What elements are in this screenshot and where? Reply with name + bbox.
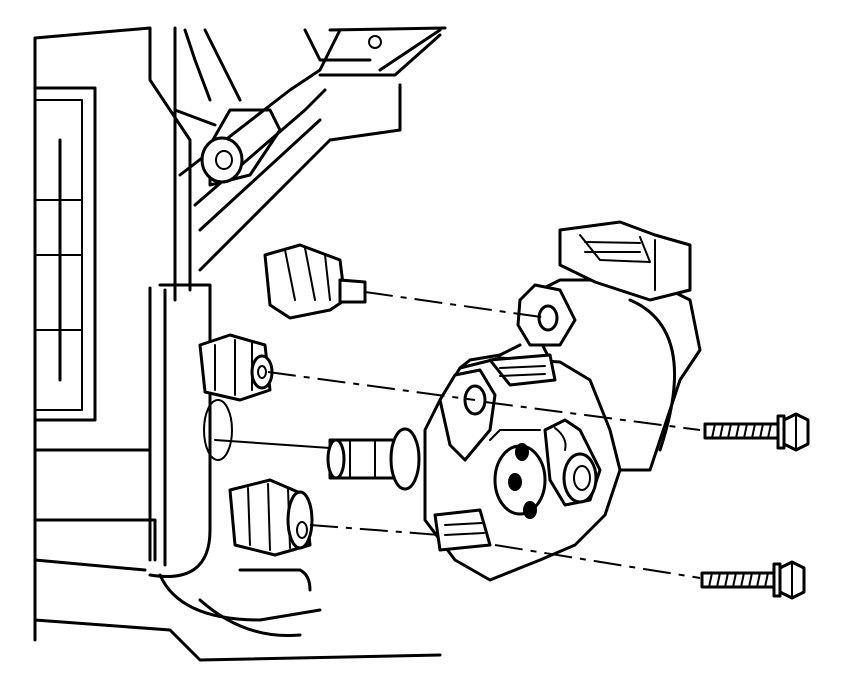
bolt-upper [703,412,810,452]
alignment-line-middle [267,371,476,401]
alignment-line-shaft [214,439,331,449]
locating-pin-upper [263,243,367,320]
output-shaft [326,427,421,491]
alignment-lines [214,291,701,579]
alignment-line-bolt-lower [494,544,701,579]
alignment-line-lower [309,524,441,536]
mounting-bracket [173,26,447,302]
alignment-line-upper [364,291,549,319]
alignment-line-bolt-upper [484,401,701,431]
bolt-lower [700,560,806,600]
bracket-boss [200,136,244,184]
actuator-motor [423,220,702,582]
housing [33,26,442,662]
locating-pin-middle [198,333,274,402]
locating-pin-lower [203,399,314,557]
